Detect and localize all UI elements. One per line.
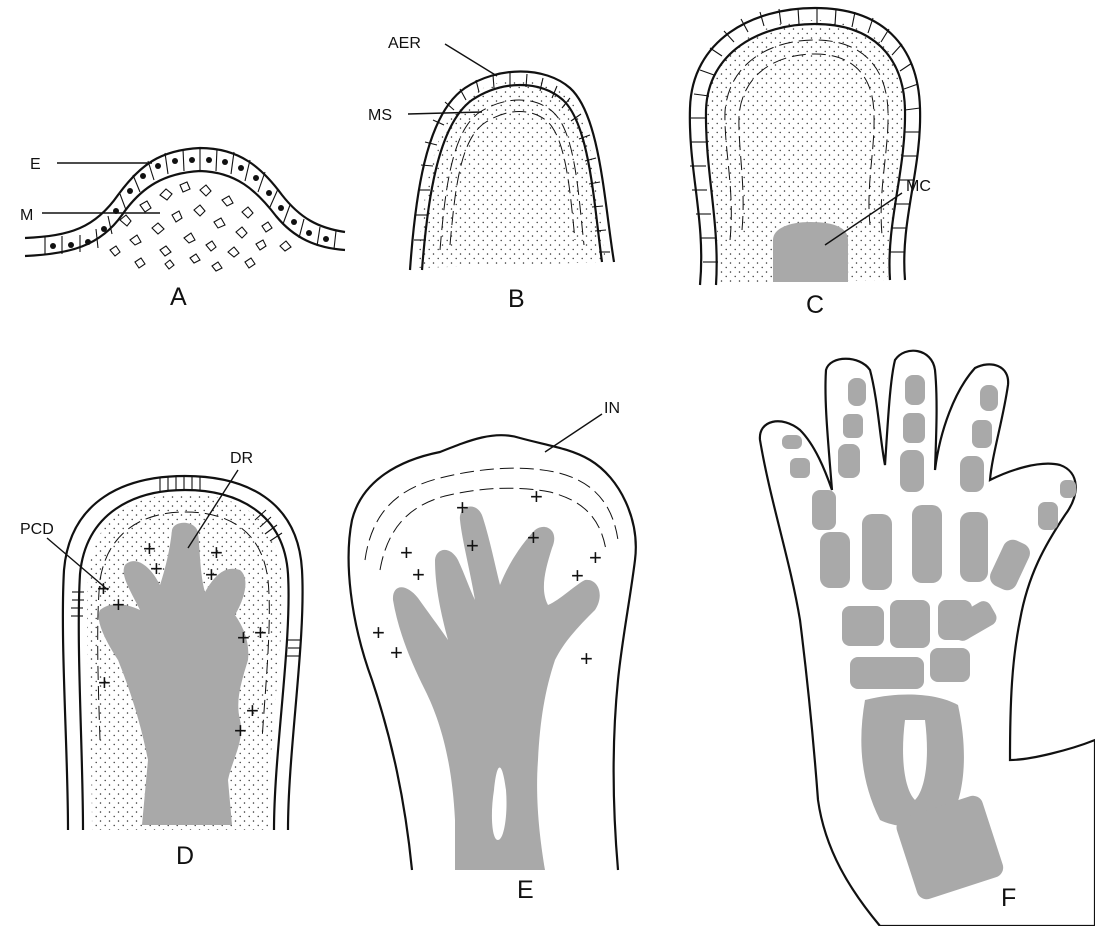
svg-text:+: +: [400, 540, 413, 565]
svg-text:+: +: [527, 525, 540, 550]
label-ms: MS: [368, 107, 392, 124]
panel-f: F: [760, 351, 1095, 926]
panel-a: E M A: [20, 148, 345, 311]
svg-text:+: +: [530, 484, 543, 509]
svg-text:+: +: [205, 562, 218, 587]
svg-text:+: +: [466, 533, 479, 558]
svg-text:+: +: [237, 625, 250, 650]
svg-text:+: +: [254, 620, 267, 645]
panel-letter-d: D: [176, 842, 194, 870]
panel-letter-b: B: [508, 285, 525, 313]
leader-in: [545, 414, 602, 452]
svg-text:+: +: [580, 646, 593, 671]
panel-c: MC C: [690, 8, 931, 319]
panel-c-mesenchymal-condensation: [773, 222, 848, 282]
panel-f-skeletal-elements: [782, 375, 1076, 902]
panel-d: +++ +++ +++ ++ DR PCD D: [20, 450, 303, 870]
label-e: E: [30, 156, 41, 173]
svg-text:+: +: [246, 698, 259, 723]
svg-text:+: +: [97, 576, 110, 601]
svg-text:+: +: [412, 562, 425, 587]
panel-a-mesenchyme: [82, 172, 338, 271]
panel-letter-a: A: [170, 283, 187, 311]
label-pcd: PCD: [20, 521, 54, 538]
label-m: M: [20, 207, 33, 224]
leader-aer: [445, 44, 497, 76]
svg-text:+: +: [456, 495, 469, 520]
panel-letter-c: C: [806, 291, 824, 319]
svg-text:+: +: [112, 592, 125, 617]
panel-letter-e: E: [517, 876, 534, 904]
svg-text:+: +: [372, 620, 385, 645]
svg-text:+: +: [571, 563, 584, 588]
svg-text:+: +: [150, 556, 163, 581]
label-mc: MC: [906, 178, 931, 195]
svg-text:+: +: [234, 718, 247, 743]
svg-text:+: +: [98, 670, 111, 695]
label-aer: AER: [388, 35, 421, 52]
panel-letter-f: F: [1001, 884, 1016, 912]
svg-text:+: +: [390, 640, 403, 665]
panel-b: AER MS B: [368, 35, 614, 313]
panel-e: +++ +++ +++ ++ IN E: [349, 400, 636, 904]
svg-text:+: +: [589, 545, 602, 570]
label-in: IN: [604, 400, 620, 417]
label-dr: DR: [230, 450, 253, 467]
